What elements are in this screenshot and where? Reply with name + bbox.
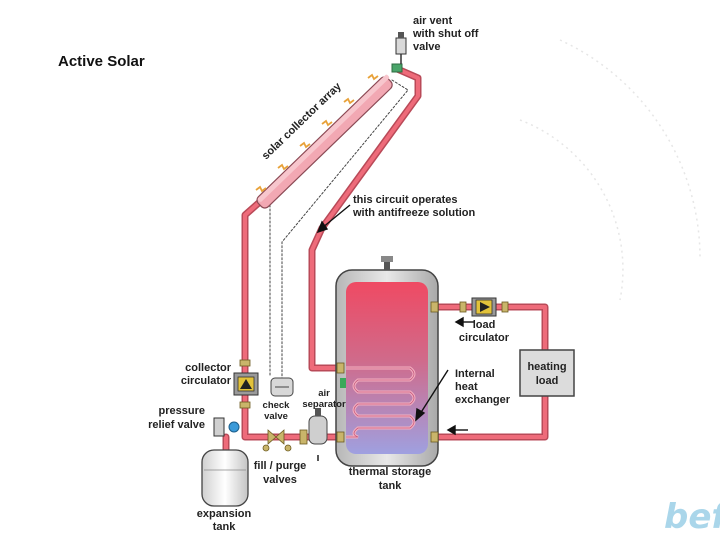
- svg-text:valve: valve: [413, 41, 441, 53]
- fill-purge-label-2: valves: [263, 474, 297, 486]
- heat-exchanger-label-1: Internal: [455, 368, 495, 380]
- storage-tank-label-2: tank: [379, 480, 403, 492]
- load-circulator-label-2: circulator: [459, 332, 510, 344]
- collector-circulator-label-2: circulator: [181, 375, 232, 387]
- thermal-storage-tank: [335, 256, 439, 467]
- load-circulator-label-1: load: [473, 319, 496, 331]
- heating-load-label-1: heating: [527, 361, 566, 373]
- load-circulator-pump: [459, 297, 509, 317]
- air-separator-label-2: separator: [302, 399, 346, 410]
- circuit-note-label-2: with antifreeze solution: [352, 207, 476, 219]
- heat-exchanger-label-2: heat: [455, 381, 478, 393]
- fill-purge-valves: [262, 429, 308, 452]
- heat-exchanger-label-3: exchanger: [455, 394, 511, 406]
- pressure-relief-label-1: pressure: [159, 405, 205, 417]
- air-separator: [308, 408, 328, 445]
- expansion-tank: [201, 449, 249, 507]
- bef-logo: bef: [664, 497, 720, 537]
- air-vent-label-3: valve: [413, 41, 441, 53]
- fill-purge-label-1: fill / purge: [254, 460, 307, 472]
- heating-load-box: [519, 349, 575, 397]
- circuit-note-label-1: this circuit operates: [353, 194, 458, 206]
- pressure-relief-label-2: relief valve: [148, 419, 205, 431]
- check-valve-label-1: check: [263, 400, 291, 411]
- check-valve-label-2: valve: [264, 411, 288, 422]
- solar-collector-label: solar collector array: [260, 80, 345, 162]
- air-vent: [391, 32, 407, 73]
- svg-text:with shut off: with shut off: [412, 28, 479, 40]
- air-vent-label-1: air vent: [413, 15, 452, 27]
- pressure-relief-valve: [213, 417, 240, 437]
- air-separator-label-1: air: [318, 388, 330, 399]
- storage-tank-label-1: thermal storage: [349, 466, 432, 478]
- background-arcs: [519, 39, 701, 301]
- solar-collector: [256, 74, 393, 209]
- check-valve: [270, 377, 294, 397]
- svg-text:air vent: air vent: [413, 15, 452, 27]
- flow-arrows: [316, 204, 475, 461]
- collector-circulator-pump: [233, 359, 259, 409]
- air-vent-label-2: with shut off: [412, 28, 479, 40]
- slide-title: Active Solar: [58, 53, 145, 70]
- expansion-tank-label-2: tank: [213, 521, 237, 533]
- heating-load-label-2: load: [536, 375, 559, 387]
- collector-circulator-label-1: collector: [185, 362, 232, 374]
- expansion-tank-label-1: expansion: [197, 508, 252, 520]
- sun-rays: [255, 73, 379, 193]
